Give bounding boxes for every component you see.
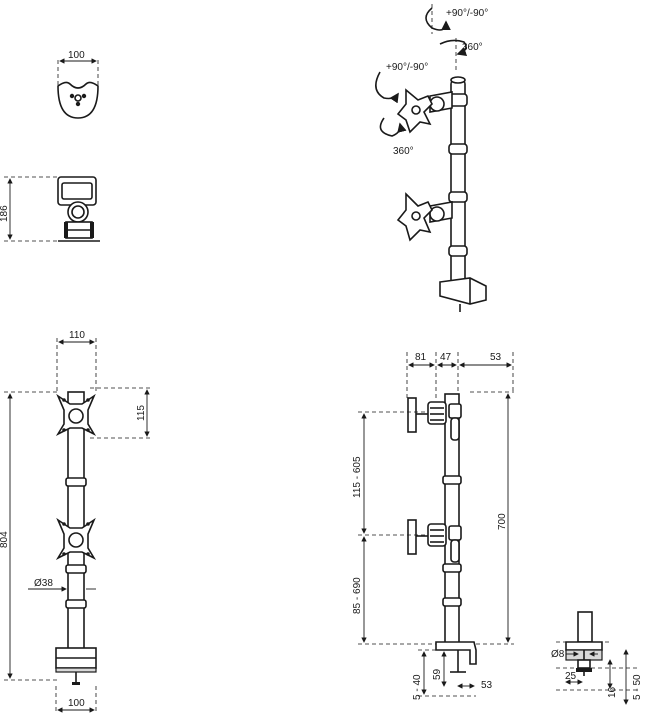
upper-range-label: 115 - 605 <box>352 456 363 498</box>
vesa-height-label: 115 <box>136 405 147 421</box>
side-view: 81 47 53 115 - 605 85 - 690 <box>352 352 514 700</box>
total-height-label: 804 <box>0 531 10 548</box>
pole-height-label: 700 <box>497 513 508 530</box>
rotate-top-label: 360° <box>462 42 483 53</box>
clamp-width-label: 47 <box>440 352 452 363</box>
top-view-base: 100 <box>57 50 99 119</box>
top-view-width-label: 100 <box>68 50 85 61</box>
pole-diameter-label: Ø38 <box>34 578 53 589</box>
lower-range-label: 85 - 690 <box>352 577 363 614</box>
bolt-diameter-label: Ø8 <box>551 649 565 660</box>
vesa-width-label: 110 <box>69 330 85 341</box>
arm-length-label: 81 <box>415 352 427 363</box>
grommet-desk-range-label: 5 - 50 <box>632 674 643 700</box>
desk-range-label: 5 - 40 <box>412 674 423 700</box>
front-view: 110 115 804 Ø38 <box>0 330 152 713</box>
rotate-left-label: 360° <box>393 146 414 157</box>
clamp-height-label: 186 <box>0 205 10 222</box>
base-width-label: 100 <box>68 698 85 709</box>
clamp-base-label: 53 <box>481 680 493 691</box>
offset-label: 53 <box>490 352 502 363</box>
clamp-depth-label: 59 <box>432 668 443 680</box>
plate-label: 16 <box>607 686 618 698</box>
tilt-left-label: +90°/-90° <box>386 62 428 73</box>
bolt-offset-label: 25 <box>565 671 577 682</box>
tilt-top-label: +90°/-90° <box>446 8 488 19</box>
perspective-view: +90°/-90° 360° +90°/-90° 360° <box>375 4 488 312</box>
grommet-view: Ø8 25 16 5 - 50 <box>551 611 643 705</box>
side-clamp-view: 186 <box>0 176 100 242</box>
